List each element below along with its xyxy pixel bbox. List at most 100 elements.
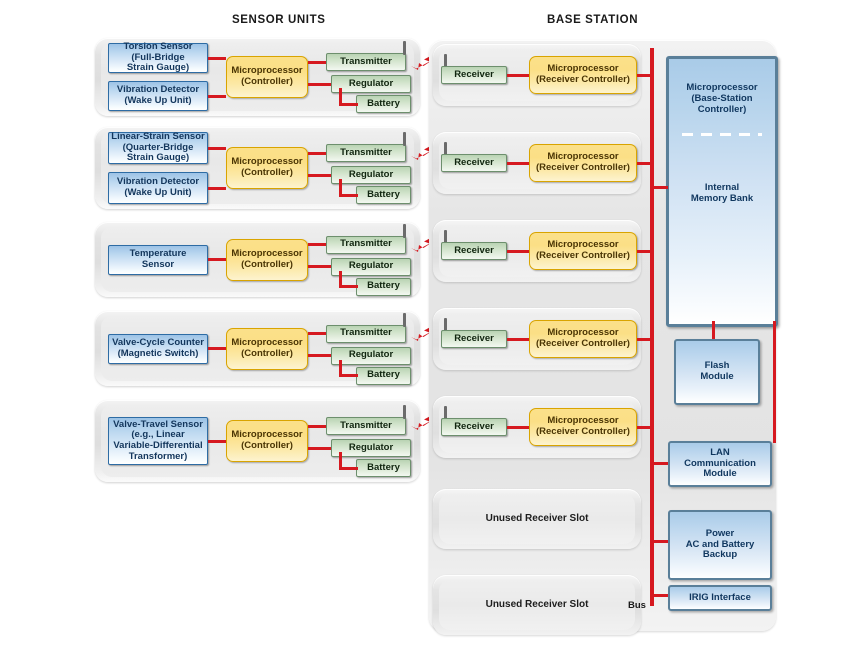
microprocessor-controller-box[interactable]: Microprocessor(Controller) [226,420,308,462]
wire-regulator-to-battery-horizontal [339,374,358,377]
wire-microprocessor-to-bus [637,425,652,429]
receiver-controller-box[interactable]: Microprocessor(Receiver Controller) [529,408,637,446]
microprocessor-controller-box[interactable]: Microprocessor(Controller) [226,238,308,281]
wire-regulator-to-battery-horizontal [339,102,358,106]
bus-line [650,48,654,606]
wire-regulator-to-battery-horizontal [339,466,358,470]
transmitter-box[interactable]: Transmitter [326,324,406,343]
wire-bus-to-module [650,594,668,597]
transmitter-box[interactable]: Transmitter [326,417,406,435]
receiver-antenna-icon [444,54,447,67]
sensor-box[interactable]: Vibration Detector(Wake Up Unit) [108,172,208,204]
wire-micro-to-regulator [308,82,331,86]
bus-label: Bus [628,600,646,611]
wire-microprocessor-to-bus [637,249,652,253]
wire-micro-to-transmitter [308,60,326,64]
regulator-box[interactable]: Regulator [331,75,411,93]
wire-receiver-to-microprocessor [507,249,529,253]
wire-micro-to-transmitter [308,151,326,155]
receiver-antenna-icon [444,318,447,331]
regulator-box[interactable]: Regulator [331,346,411,365]
transmitter-antenna-icon [403,223,406,238]
wire-micro-to-regulator [308,173,331,177]
receiver-box[interactable]: Receiver [441,154,507,172]
battery-box[interactable]: Battery [356,366,411,385]
wire-sensor-to-microprocessor [208,186,226,190]
wire-sensor-to-microprocessor [208,347,226,350]
regulator-box[interactable]: Regulator [331,166,411,184]
wire-sensor-to-microprocessor [208,94,226,98]
receiver-controller-box[interactable]: Microprocessor(Receiver Controller) [529,232,637,270]
receiver-box[interactable]: Receiver [441,242,507,260]
receiver-antenna-icon [444,142,447,155]
transmitter-antenna-icon [403,41,406,55]
receiver-controller-box[interactable]: Microprocessor(Receiver Controller) [529,56,637,94]
battery-box[interactable]: Battery [356,95,411,113]
regulator-box[interactable]: Regulator [331,257,411,276]
battery-box[interactable]: Battery [356,459,411,477]
microprocessor-controller-box[interactable]: Microprocessor(Controller) [226,147,308,189]
wire-micro-to-regulator [308,354,331,357]
receiver-controller-box[interactable]: Microprocessor(Receiver Controller) [529,144,637,182]
wire-receiver-to-microprocessor [507,73,529,77]
wire-memory-to-module [712,321,715,339]
wire-micro-to-transmitter [308,332,326,335]
transmitter-box[interactable]: Transmitter [326,144,406,162]
wire-microprocessor-to-bus [637,337,652,341]
wire-sensor-to-microprocessor [208,439,226,443]
microprocessor-controller-box[interactable]: Microprocessor(Controller) [226,56,308,98]
unused-receiver-slot-inner [439,494,635,544]
wire-receiver-to-microprocessor [507,161,529,165]
receiver-controller-box[interactable]: Microprocessor(Receiver Controller) [529,320,637,358]
wire-regulator-to-battery-vertical [339,88,342,104]
unused-receiver-slot-label: Unused Receiver Slot [485,513,589,524]
transmitter-box[interactable]: Transmitter [326,235,406,254]
wire-micro-to-regulator [308,265,331,268]
wire-microprocessor-to-bus [637,73,652,77]
wire-sensor-to-microprocessor [208,258,226,261]
wire-regulator-to-battery-vertical [339,179,342,195]
sensor-box[interactable]: Valve-Cycle Counter(Magnetic Switch) [108,333,208,364]
wire-sensor-to-microprocessor [208,56,226,60]
sensor-box[interactable]: Vibration Detector(Wake Up Unit) [108,81,208,111]
receiver-box[interactable]: Receiver [441,418,507,436]
wire-micro-to-transmitter [308,243,326,246]
receiver-box[interactable]: Receiver [441,66,507,84]
base-station-module-box[interactable]: IRIG Interface [668,585,772,611]
battery-box[interactable]: Battery [356,277,411,296]
regulator-box[interactable]: Regulator [331,439,411,457]
heading-sensor-units: SENSOR UNITS [232,14,326,26]
unused-receiver-slot-label: Unused Receiver Slot [485,599,589,610]
wire-micro-to-regulator [308,446,331,450]
receiver-box[interactable]: Receiver [441,330,507,348]
transmitter-box[interactable]: Transmitter [326,53,406,71]
microprocessor-controller-box[interactable]: Microprocessor(Controller) [226,327,308,370]
transmitter-antenna-icon [403,405,406,419]
receiver-antenna-icon [444,406,447,419]
wire-micro-to-transmitter [308,424,326,428]
wire-sensor-to-microprocessor [208,146,226,150]
wire-regulator-to-battery-horizontal [339,193,358,197]
wire-bus-to-module [650,462,668,465]
wire-regulator-to-battery-vertical [339,270,342,287]
receiver-antenna-icon [444,230,447,243]
battery-box[interactable]: Battery [356,186,411,204]
wire-bus-to-module [650,540,668,543]
wire-microprocessor-to-bus [637,161,652,165]
transmitter-antenna-icon [403,132,406,146]
transmitter-antenna-icon [403,312,406,327]
wire-receiver-to-microprocessor [507,425,529,429]
wire-regulator-to-battery-vertical [339,359,342,376]
wire-right-drop-to-lan [773,321,776,443]
wire-regulator-to-battery-vertical [339,452,342,468]
